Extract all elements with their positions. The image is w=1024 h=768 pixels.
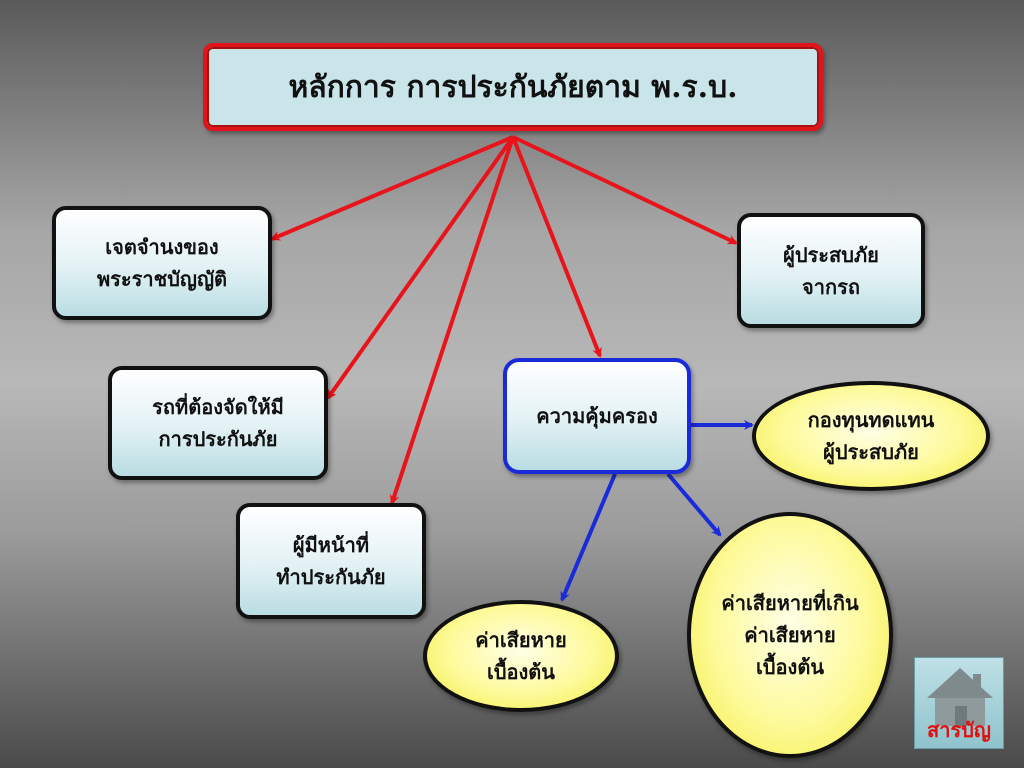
- arrow-to-excess-damage: [666, 472, 722, 537]
- node-coverage-label: ความคุ้มครอง: [536, 404, 658, 428]
- home-button-label: สารบัญ: [927, 718, 991, 742]
- arrow-to-vehicles: [326, 135, 515, 400]
- arrow-to-initial-damage: [560, 473, 617, 602]
- node-vehicles-label: รถที่ต้องจัดให้มี การประกันภัย: [152, 395, 284, 451]
- arrow-to-intent: [270, 135, 514, 241]
- arrow-to-victim: [512, 135, 738, 245]
- node-victim-label: ผู้ประสบภัย จากรถ: [783, 242, 879, 299]
- node-excess-damage[interactable]: ค่าเสียหายที่เกิน ค่าเสียหาย เบื้องต้น: [687, 512, 893, 758]
- page-title: หลักการ การประกันภัยตาม พ.ร.บ.: [288, 69, 738, 105]
- node-vehicles[interactable]: รถที่ต้องจัดให้มี การประกันภัย: [108, 366, 328, 480]
- arrow-to-duty: [389, 136, 515, 505]
- node-fund[interactable]: กองทุนทดแทน ผู้ประสบภัย: [752, 381, 990, 491]
- node-intent[interactable]: เจตจำนงของ พระราชบัญญัติ: [52, 206, 272, 320]
- node-duty-label: ผู้มีหน้าที่ ทำประกันภัย: [276, 533, 386, 589]
- title-box: หลักการ การประกันภัยตาม พ.ร.บ.: [203, 43, 823, 131]
- node-initial-damage[interactable]: ค่าเสียหาย เบื้องต้น: [423, 600, 619, 712]
- home-icon: [927, 668, 993, 726]
- node-victim[interactable]: ผู้ประสบภัย จากรถ: [737, 213, 925, 328]
- node-fund-label: กองทุนทดแทน ผู้ประสบภัย: [807, 408, 935, 464]
- node-intent-label: เจตจำนงของ พระราชบัญญัติ: [97, 235, 227, 291]
- arrow-to-coverage: [511, 136, 602, 358]
- node-excess-damage-label: ค่าเสียหายที่เกิน ค่าเสียหาย เบื้องต้น: [721, 591, 859, 679]
- home-button[interactable]: สารบัญ: [914, 657, 1004, 749]
- node-coverage[interactable]: ความคุ้มครอง: [503, 358, 691, 474]
- node-duty[interactable]: ผู้มีหน้าที่ ทำประกันภัย: [236, 503, 426, 619]
- node-initial-damage-label: ค่าเสียหาย เบื้องต้น: [475, 628, 567, 684]
